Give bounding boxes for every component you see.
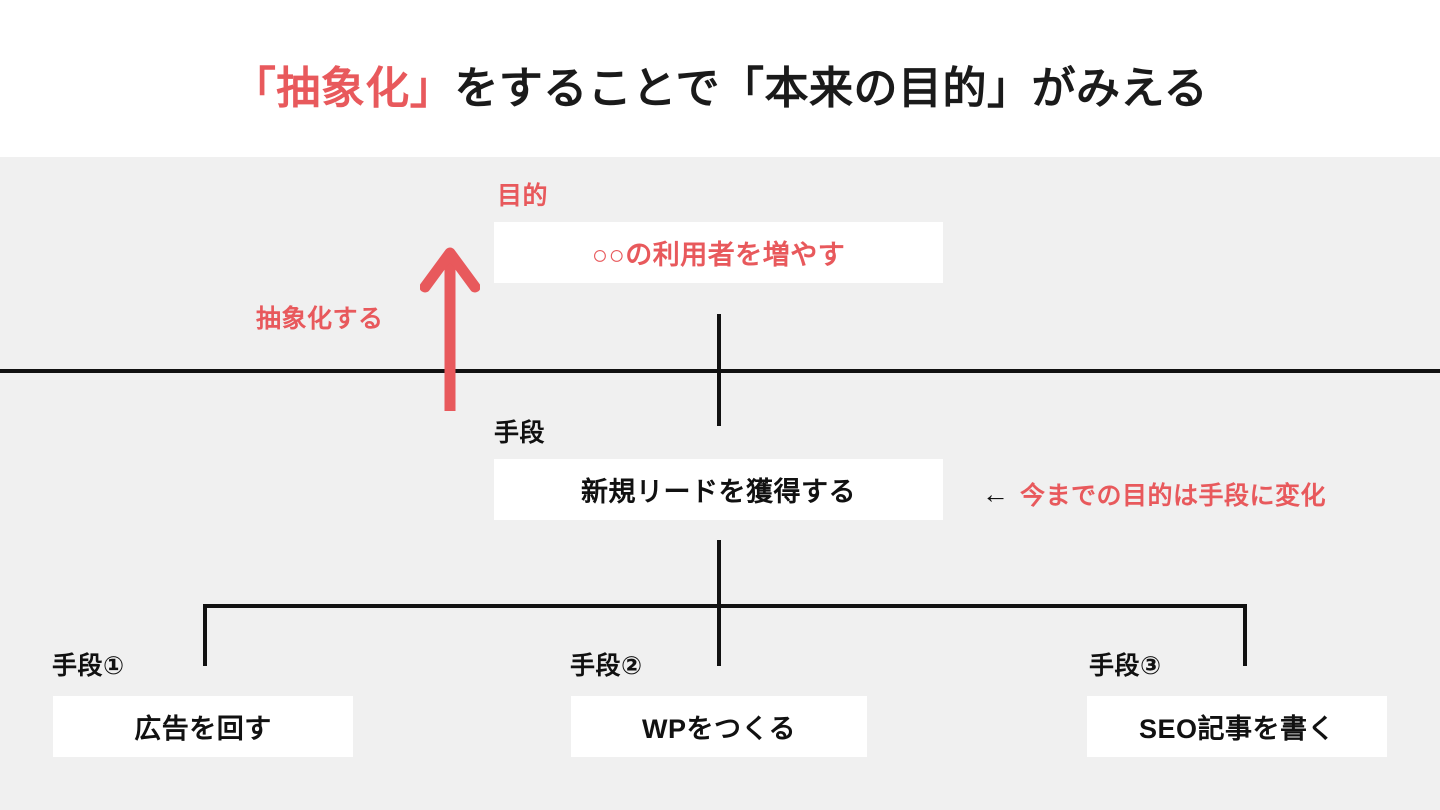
sub-means-label-3: 手段③ [1089, 652, 1162, 680]
sub-means-box-2[interactable]: WPをつくる [571, 696, 867, 757]
sub-means-box-1[interactable]: 広告を回す [53, 696, 353, 757]
connector-goal-to-means [717, 314, 721, 426]
title-band: 「抽象化」をすることで「本来の目的」がみえる [0, 0, 1440, 157]
connector-means-to-branch [717, 540, 721, 607]
branch-drop-3 [1243, 604, 1247, 666]
abstraction-arrow-icon [419, 243, 481, 415]
branch-bar [203, 604, 1247, 608]
page-title-rest: をすることで「本来の目的」がみえる [454, 64, 1209, 113]
means-box[interactable]: 新規リードを獲得する [494, 459, 943, 520]
sub-means-label-1: 手段① [52, 652, 125, 680]
side-note-text: 今までの目的は手段に変化 [1020, 482, 1327, 510]
abstraction-label: 抽象化する [256, 305, 384, 333]
goal-label: 目的 [497, 182, 549, 210]
branch-drop-2 [717, 604, 721, 666]
means-label: 手段 [494, 419, 546, 447]
side-note: ← 今までの目的は手段に変化 [982, 476, 1326, 512]
branch-drop-1 [203, 604, 207, 666]
goal-box[interactable]: ○○の利用者を増やす [494, 222, 943, 283]
sub-means-box-3[interactable]: SEO記事を書く [1087, 696, 1387, 757]
page-title: 「抽象化」をすることで「本来の目的」がみえる [0, 52, 1440, 116]
page-title-accent: 「抽象化」 [231, 64, 455, 113]
left-arrow-icon: ← [982, 478, 1009, 509]
sub-means-label-2: 手段② [570, 652, 643, 680]
